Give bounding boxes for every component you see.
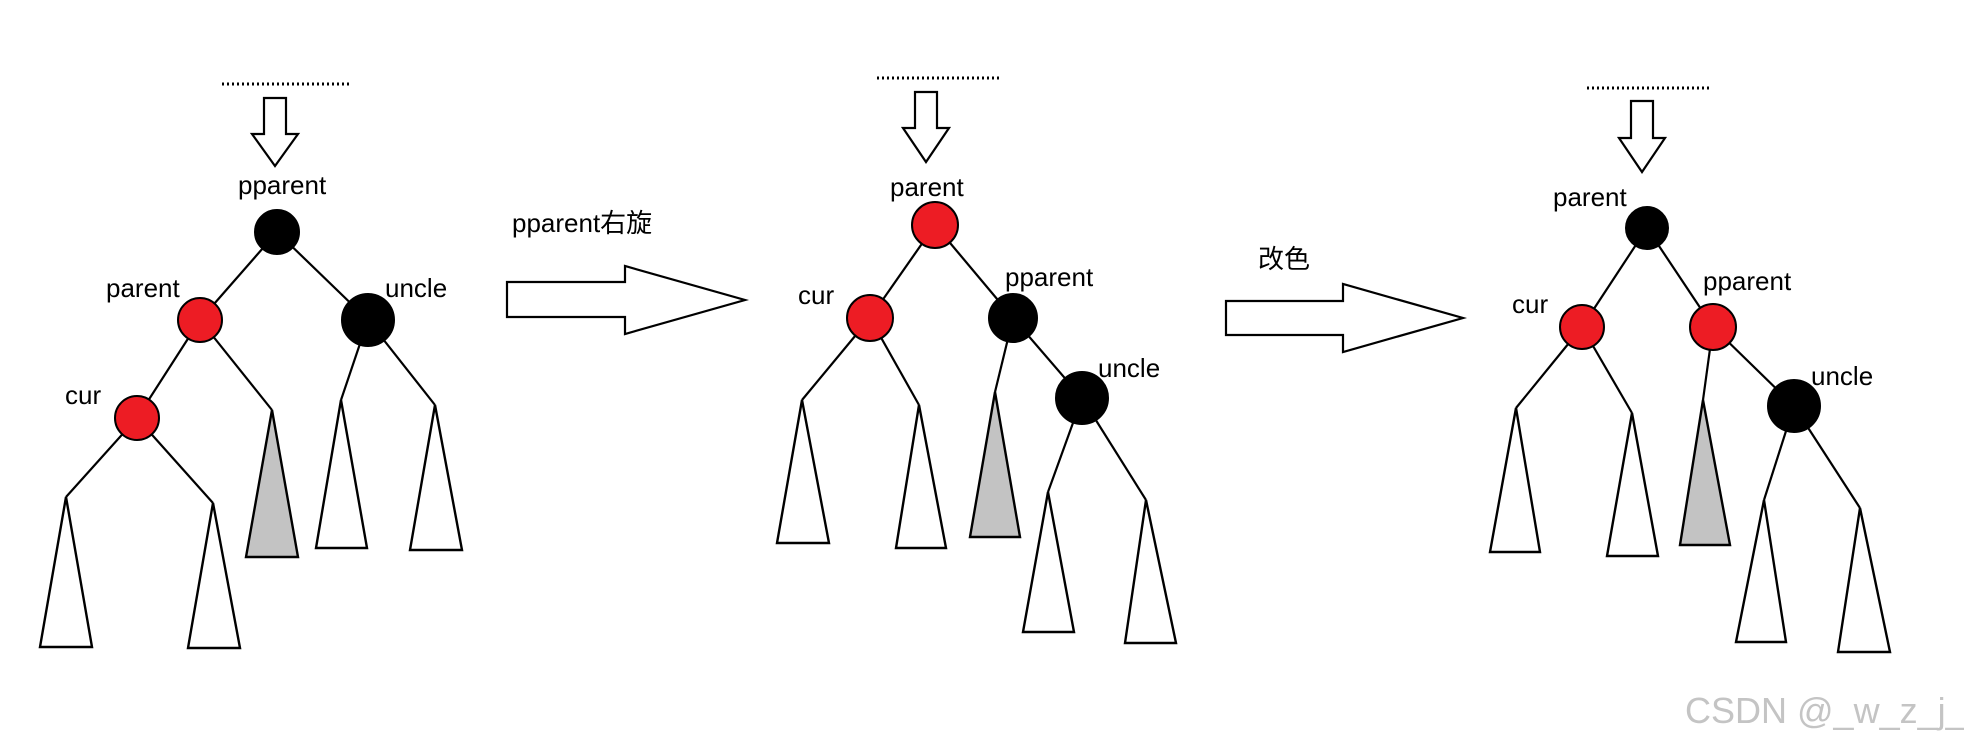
label-parent: parent [106,273,180,303]
node-parent [911,201,959,249]
subtree-triangle [408,404,464,552]
subtree-triangle [38,496,94,649]
subtree-triangle [1734,499,1788,644]
transition-label-rotate: pparent右旋 [512,208,652,238]
subtree-triangle-gray [1678,399,1732,547]
transition-rotate: pparent右旋 [505,208,750,336]
subtree-triangle [186,502,242,650]
down-arrow-icon [249,96,301,168]
label-parent: parent [890,172,964,202]
node-uncle [341,293,395,347]
label-pparent: pparent [1005,262,1094,292]
label-parent: parent [1553,182,1627,212]
right-arrow-icon [1224,282,1468,354]
node-parent [1625,206,1669,250]
label-cur: cur [798,280,834,310]
subtree-triangle [1021,491,1076,634]
node-pparent [254,209,300,255]
node-cur [846,294,894,342]
node-uncle [1767,379,1821,433]
label-uncle: uncle [385,273,447,303]
label-cur: cur [65,380,101,410]
subtree-triangle [314,399,369,550]
node-pparent [988,293,1038,343]
subtree-triangle [1836,507,1892,654]
transition-recolor: 改色 [1224,244,1468,354]
subtree-triangle [1123,499,1178,645]
subtree-triangle [1488,407,1542,554]
tree-before-rotation: pparent parent uncle cur [38,82,464,650]
transition-label-recolor: 改色 [1258,244,1310,274]
node-pparent [1689,303,1737,351]
label-uncle: uncle [1098,353,1160,383]
subtree-triangle [894,404,948,550]
label-pparent: pparent [238,170,327,200]
down-arrow-icon [1616,99,1668,174]
watermark: CSDN @_w_z_j_ [1685,690,1964,731]
subtree-triangle-gray [244,409,300,559]
label-uncle: uncle [1811,361,1873,391]
right-arrow-icon [505,264,750,336]
tree-after-recolor: parent cur pparent uncle [1488,86,1892,654]
tree-after-rotation: parent cur pparent uncle [775,76,1178,645]
node-cur [114,395,160,441]
subtree-triangle [775,399,831,545]
label-cur: cur [1512,289,1548,319]
node-uncle [1055,371,1109,425]
label-pparent: pparent [1703,266,1792,296]
down-arrow-icon [900,90,952,164]
subtree-triangle [1605,412,1660,558]
node-cur [1559,304,1605,350]
node-parent [177,297,223,343]
subtree-triangle-gray [968,391,1022,539]
